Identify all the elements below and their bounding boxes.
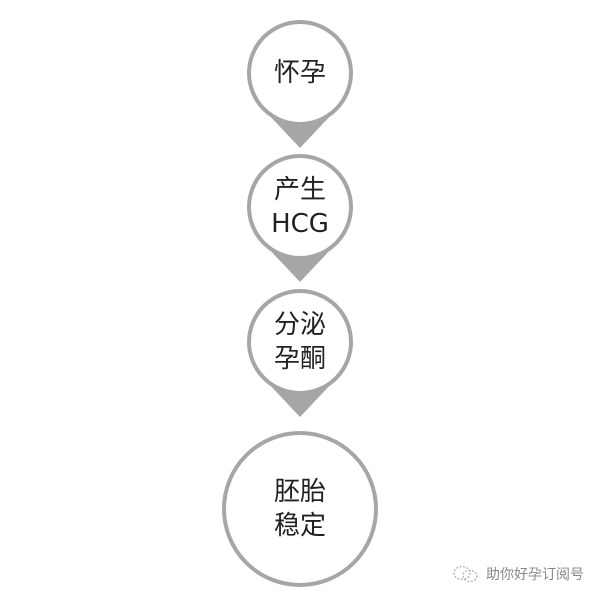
pin-marker-icon: [247, 289, 353, 417]
footer-text: 助你好孕订阅号: [486, 567, 584, 583]
node-label-line2: 稳定: [273, 511, 326, 541]
circle-node-icon: [222, 431, 378, 587]
node-pregnancy: 怀孕: [245, 18, 355, 148]
node-hcg: 产生 HCG: [245, 152, 355, 282]
node-label-line1: 胚胎: [273, 477, 326, 507]
pin-marker-icon: [247, 20, 353, 148]
node-label-line1: 产生: [273, 175, 326, 205]
footer-watermark: 助你好孕订阅号: [452, 563, 584, 585]
node-label-line2: 孕酮: [273, 344, 326, 374]
node-embryo: 胚胎 稳定: [220, 431, 380, 591]
node-progesterone: 分泌 孕酮: [245, 287, 355, 417]
pin-marker-icon: [247, 154, 353, 282]
node-label-line2: HCG: [271, 209, 329, 239]
node-label-line1: 分泌: [273, 310, 326, 340]
node-label: 怀孕: [273, 58, 326, 88]
wechat-icon: [453, 565, 478, 583]
